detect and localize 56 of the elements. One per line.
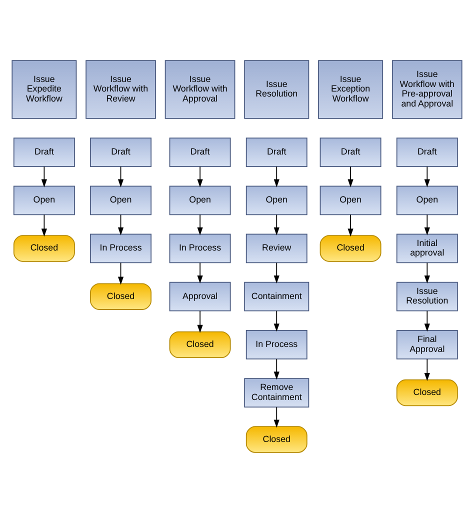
node-box: Final Approval <box>396 330 458 360</box>
node-box: Closed <box>246 426 308 453</box>
node-box: Open <box>169 186 231 216</box>
node-box: Closed <box>169 331 231 358</box>
arrow <box>118 262 124 285</box>
node-box: Draft <box>246 138 308 167</box>
arrow <box>424 358 430 381</box>
node-box: Issue Workflow with Approval <box>164 60 236 119</box>
node-box: Issue Workflow with Pre-approval and Approval <box>392 60 462 119</box>
arrow <box>274 214 280 236</box>
node-box: Issue Exception Workflow <box>318 60 384 119</box>
arrow <box>274 310 280 332</box>
arrow <box>424 166 430 188</box>
node-box: Draft <box>90 138 152 167</box>
node-box: Draft <box>320 138 382 167</box>
node-box: Remove Containment <box>244 378 310 408</box>
arrow <box>424 310 430 332</box>
node-box: Open <box>13 186 75 216</box>
node-box: Open <box>320 186 382 216</box>
arrow <box>274 166 280 188</box>
arrow <box>424 262 430 284</box>
node-box: Containment <box>244 282 310 312</box>
arrow <box>118 166 124 188</box>
node-box: Draft <box>396 138 458 167</box>
arrow <box>41 166 47 188</box>
node-box: In Process <box>90 234 152 264</box>
node-box: Initial approval <box>396 234 458 264</box>
node-box: Issue Expedite Workflow <box>12 60 77 119</box>
arrow <box>348 214 354 237</box>
arrow <box>274 358 280 380</box>
arrow <box>197 310 203 333</box>
arrow <box>41 214 47 237</box>
node-box: Issue Resolution <box>396 282 458 312</box>
arrow <box>348 166 354 188</box>
node-box: Closed <box>396 379 458 406</box>
arrow <box>118 214 124 236</box>
node-box: Open <box>90 186 152 216</box>
node-box: In Process <box>169 234 231 264</box>
arrow <box>424 214 430 236</box>
node-box: Issue Workflow with Review <box>86 60 156 119</box>
arrow <box>274 406 280 428</box>
node-box: Open <box>246 186 308 216</box>
node-box: Closed <box>13 235 75 262</box>
arrow <box>197 166 203 188</box>
arrow <box>197 262 203 284</box>
node-box: Draft <box>169 138 231 167</box>
node-box: Approval <box>169 282 231 312</box>
node-box: Closed <box>90 283 152 310</box>
node-box: Closed <box>320 235 382 262</box>
node-box: In Process <box>246 330 308 360</box>
arrow <box>274 262 280 284</box>
node-box: Review <box>246 234 308 264</box>
node-box: Open <box>396 186 458 216</box>
node-box: Draft <box>13 138 75 167</box>
arrow <box>197 214 203 236</box>
node-box: Issue Resolution <box>244 60 310 119</box>
